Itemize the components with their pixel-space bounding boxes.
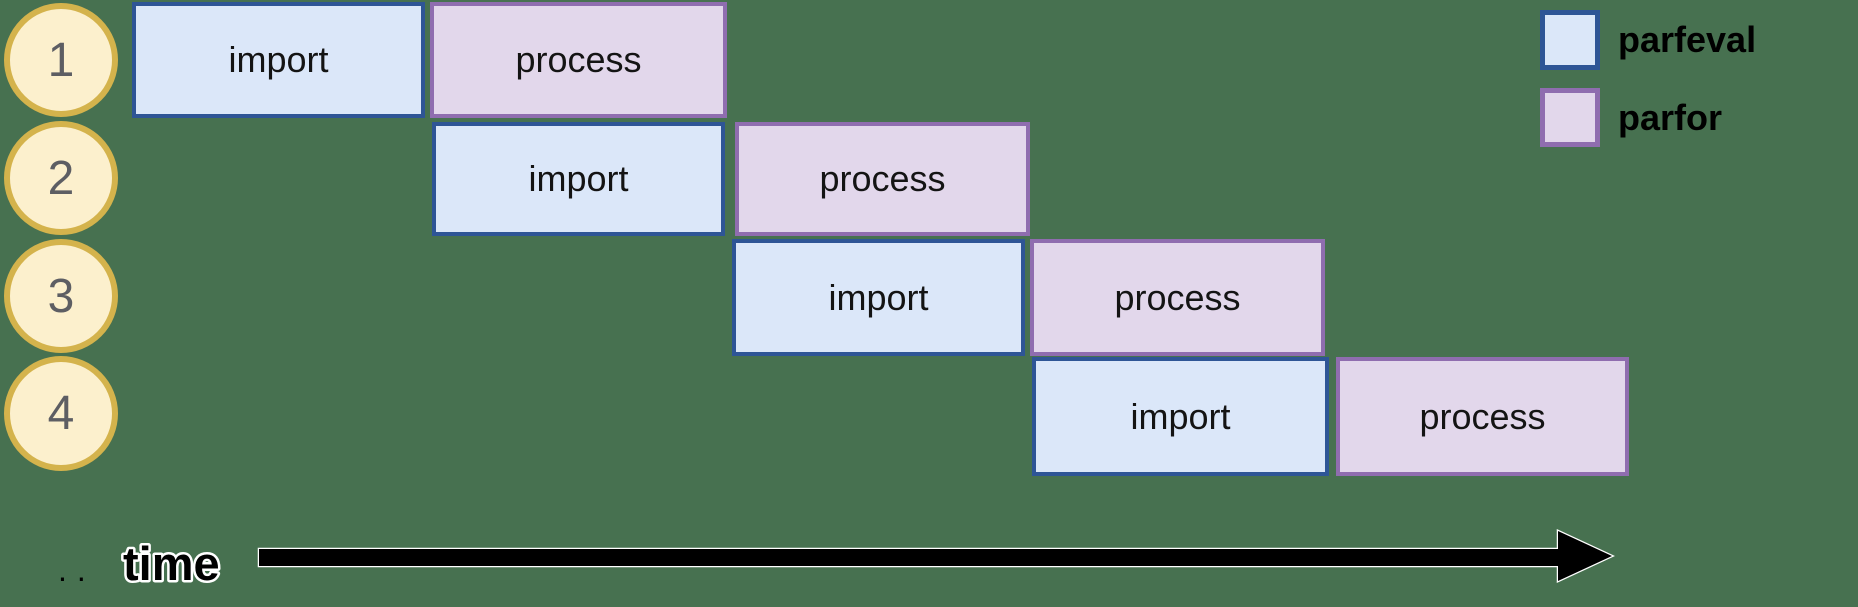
worker-badge-2: 2: [4, 121, 118, 235]
legend-swatch-parfor: [1540, 88, 1600, 147]
task-box-import-2: import: [432, 122, 725, 236]
task-label: process: [515, 39, 642, 80]
worker-number: 1: [47, 33, 75, 87]
worker-badge-3: 3: [4, 239, 118, 353]
task-label: import: [528, 158, 629, 199]
legend-label-parfeval: parfeval: [1618, 10, 1848, 70]
task-label: import: [1130, 395, 1231, 437]
task-box-process-4: process: [1336, 357, 1629, 476]
time-arrow-icon: [257, 529, 1615, 583]
task-box-process-1: process: [430, 2, 727, 118]
task-label: process: [819, 158, 946, 199]
worker-badge-4: 4: [4, 356, 118, 471]
legend-text: parfor: [1618, 96, 1723, 138]
worker-number: 3: [47, 269, 75, 323]
task-box-process-3: process: [1030, 239, 1325, 356]
worker-number: 2: [47, 151, 75, 205]
task-label: import: [828, 276, 929, 318]
task-box-process-2: process: [735, 122, 1030, 236]
time-axis: time: [121, 529, 1615, 593]
legend-label-parfor: parfor: [1618, 88, 1848, 147]
time-label: time: [123, 537, 220, 590]
task-label: process: [1114, 276, 1241, 318]
worker-badge-1: 1: [4, 3, 118, 117]
task-label: import: [228, 39, 329, 80]
legend-text: parfeval: [1618, 19, 1757, 60]
task-box-import-4: import: [1032, 357, 1329, 476]
task-box-import-3: import: [732, 239, 1025, 356]
ellipsis-dots: ..: [58, 552, 96, 588]
legend-swatch-parfeval: [1540, 10, 1600, 70]
task-label: process: [1419, 395, 1546, 437]
worker-number: 4: [47, 387, 75, 440]
task-box-import-1: import: [132, 2, 425, 118]
